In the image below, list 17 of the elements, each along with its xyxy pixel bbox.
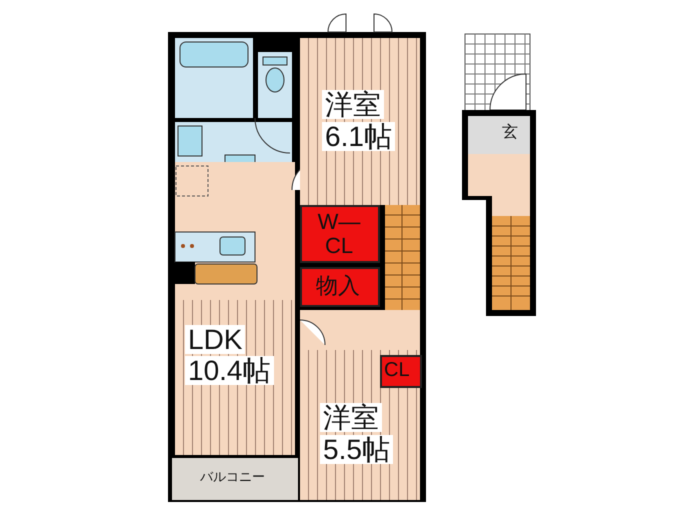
room-label: 洋室 [322,90,384,120]
room-label: W—CL [317,210,361,258]
storage-area [300,267,380,307]
room-label: 10.4帖 [185,356,274,386]
room-label: 物入 [316,274,360,298]
closet-area [300,205,380,263]
room-label: 洋室 [320,403,382,432]
room-label: 5.5帖 [320,435,393,464]
room-label: LDK [185,325,246,354]
bedroom-area [300,350,420,500]
bedroom-area [300,38,420,205]
balcony-area [172,458,298,500]
room-label: バルコニー [200,470,265,484]
room-label: 玄 [502,124,518,142]
room-label: CL [384,359,410,381]
closet-area [380,355,422,388]
room-label: 6.1帖 [322,122,395,152]
